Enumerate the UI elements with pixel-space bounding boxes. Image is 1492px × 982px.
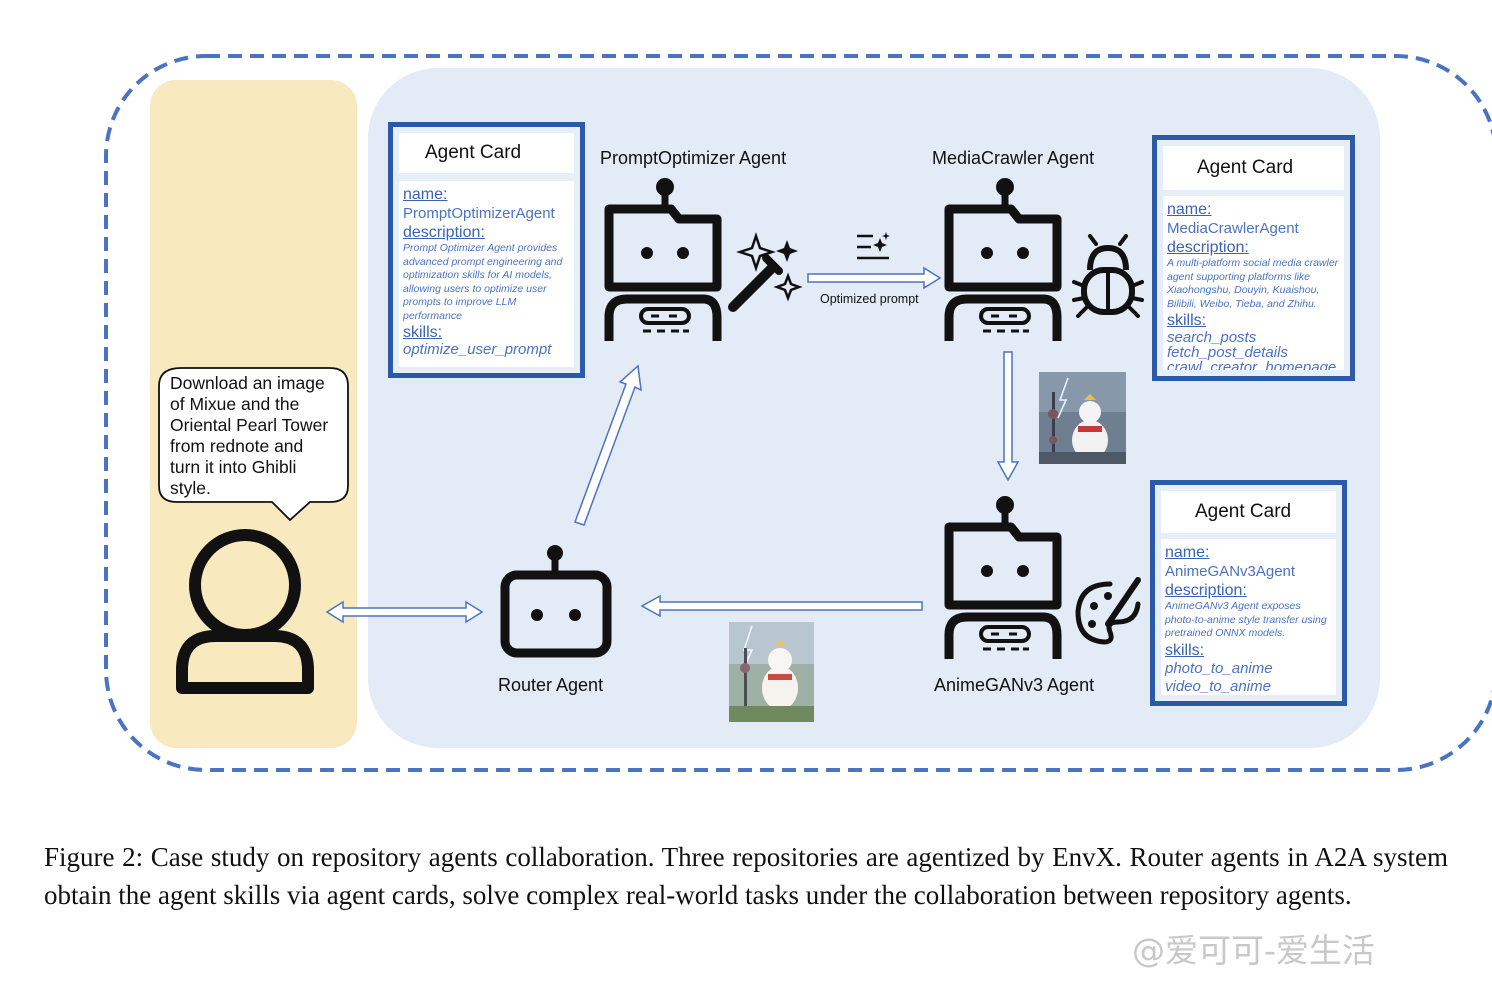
optimized-prompt-label: Optimized prompt (820, 292, 919, 306)
card-description-value: AnimeGANv3 Agent exposes photo-to-anime … (1165, 600, 1327, 639)
router-label: Router Agent (498, 675, 604, 695)
router-robot-icon (500, 545, 612, 658)
card-skill: optimize_user_prompt (403, 341, 552, 358)
prompt-optimizer-label: PromptOptimizer Agent (600, 148, 787, 168)
sparkle-list-icon (857, 232, 890, 260)
watermark: @爱可可-爱生活 (1132, 931, 1375, 970)
optimized-prompt-arrow (807, 266, 942, 290)
agent-card-prompt-optimizer: Agent Card name: PromptOptimizerAgent de… (388, 122, 585, 378)
crawler-to-anime-arrow (996, 351, 1020, 482)
outer-frame (104, 54, 1492, 772)
palette-icon (1075, 577, 1141, 645)
agent-card-header: Agent Card (1163, 146, 1344, 190)
card-skill: fetch_post_details (1167, 344, 1288, 361)
figure-caption: Figure 2: Case study on repository agent… (44, 842, 1448, 910)
card-skills-key: skills: (1165, 641, 1205, 659)
card-skills-key: skills: (403, 324, 443, 341)
user-icon (176, 529, 314, 694)
card-name-key: name: (1165, 544, 1210, 561)
card-description-value: A multi-platform social media crawler ag… (1167, 257, 1339, 310)
bug-icon (1072, 234, 1144, 318)
card-description-key: description: (403, 224, 485, 241)
user-router-arrow (325, 600, 484, 624)
router-to-optimizer-arrow (574, 364, 642, 526)
anime-to-router-arrow (640, 594, 923, 618)
card-name-key: name: (1167, 201, 1212, 218)
card-skill: photo_to_anime (1165, 659, 1273, 677)
card-name-value: PromptOptimizerAgent (403, 205, 555, 222)
magic-wand-icon (728, 232, 803, 312)
card-skills-key: skills: (1167, 312, 1207, 329)
agent-card-header: Agent Card (399, 133, 574, 173)
card-name-value: AnimeGANv3Agent (1165, 563, 1296, 580)
anime-result-photo (729, 622, 814, 722)
card-description-value: Prompt Optimizer Agent provides advanced… (403, 242, 563, 322)
agent-card-anime-gan: Agent Card name: AnimeGANv3Agent descrip… (1150, 480, 1347, 706)
speech-bubble (158, 367, 349, 522)
agent-card-body: name: AnimeGANv3Agent description: Anime… (1161, 539, 1336, 695)
agent-card-body: name: MediaCrawlerAgent description: A m… (1163, 196, 1344, 370)
agent-card-header: Agent Card (1161, 491, 1336, 533)
card-name-value: MediaCrawlerAgent (1167, 220, 1299, 237)
card-name-key: name: (403, 186, 448, 203)
card-description-key: description: (1165, 582, 1247, 599)
agent-card-body: name: PromptOptimizerAgent description: … (399, 181, 574, 367)
card-skill: search_posts (1167, 329, 1257, 346)
agent-system-panel (368, 68, 1380, 748)
crawled-photo (1039, 372, 1126, 464)
anime-gan-label: AnimeGANv3 Agent (934, 675, 1095, 695)
user-request-text: Download an image of Mixue and the Orien… (170, 373, 329, 498)
card-description-key: description: (1167, 239, 1249, 256)
card-skill: crawl_creator_homepage (1167, 359, 1337, 370)
card-skill: video_to_anime (1165, 677, 1271, 695)
agent-card-media-crawler: Agent Card name: MediaCrawlerAgent descr… (1152, 135, 1355, 381)
media-crawler-label: MediaCrawler Agent (932, 148, 1095, 168)
